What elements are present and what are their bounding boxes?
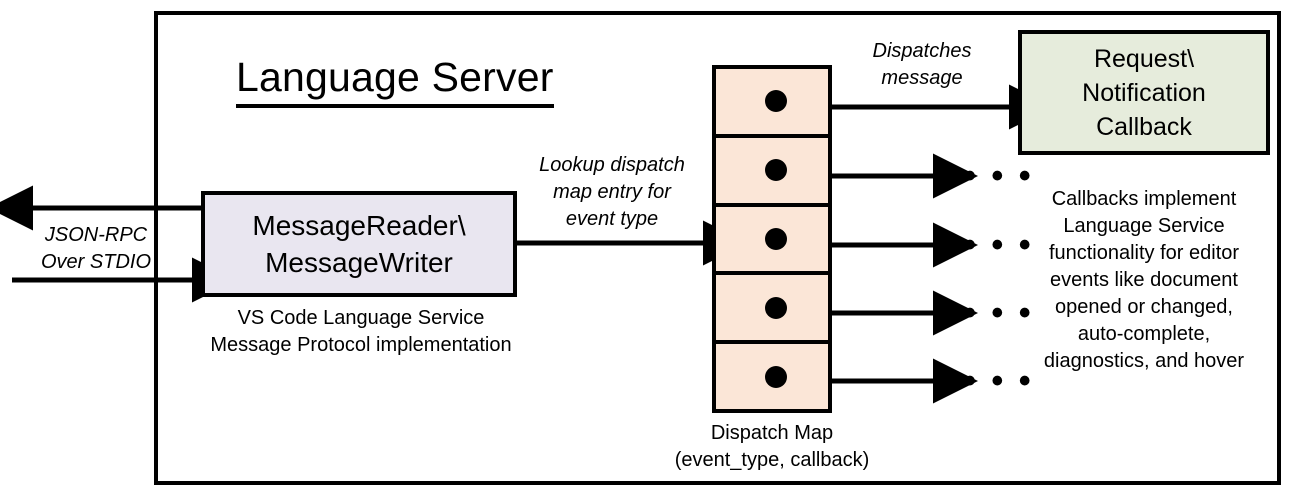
message-reader-writer-box[interactable]: MessageReader\ MessageWriter [201, 191, 517, 297]
callback-caption-line3: functionality for editor [1048, 242, 1240, 264]
ellipsis-row-2: • • • [964, 157, 1034, 195]
callback-caption-line6: auto-complete, [1077, 323, 1211, 345]
callback-caption-line1: Callbacks implement [1051, 188, 1237, 210]
language-server-boundary [154, 11, 1281, 485]
dispatches-line2: message [881, 67, 963, 89]
callback-caption-line7: diagnostics, and hover [1043, 350, 1245, 372]
dispatch-map-row[interactable] [716, 207, 828, 276]
dispatch-map-caption: Dispatch Map (event_type, callback) [652, 420, 892, 474]
dispatch-map-row[interactable] [716, 275, 828, 345]
dispatch-entry-dot-icon [765, 227, 787, 250]
dispatch-entry-dot-icon [765, 365, 787, 388]
dispatches-message-label: Dispatches message [832, 38, 1012, 92]
callback-line1: Request\ [1093, 44, 1195, 73]
callback-line3: Callback [1096, 112, 1192, 141]
callback-description: Callbacks implement Language Service fun… [1012, 186, 1276, 375]
dispatch-map-caption-line2: (event_type, callback) [674, 449, 870, 471]
message-writer-label: MessageWriter [265, 247, 453, 278]
page-title-text: Language Server [236, 52, 554, 108]
jsonrpc-transport-label: JSON-RPC Over STDIO [26, 222, 166, 276]
dispatch-map-row[interactable] [716, 344, 828, 409]
callback-caption-line4: events like document [1050, 269, 1238, 291]
jsonrpc-label-line1: JSON-RPC [44, 224, 148, 246]
dispatch-entry-dot-icon [765, 90, 787, 113]
rw-caption-line2: Message Protocol implementation [210, 334, 512, 356]
rw-caption-line1: VS Code Language Service [237, 307, 485, 329]
lookup-line3: event type [565, 208, 659, 230]
callback-caption-line5: opened or changed, [1055, 296, 1233, 318]
dispatch-map-table[interactable] [712, 65, 832, 413]
jsonrpc-label-line2: Over STDIO [40, 251, 151, 273]
lookup-line2: map entry for [553, 181, 671, 203]
dispatch-entry-dot-icon [765, 296, 787, 319]
lookup-line1: Lookup dispatch [539, 154, 685, 176]
dispatch-map-row[interactable] [716, 138, 828, 207]
page-title: Language Server [236, 52, 576, 108]
dispatch-entry-dot-icon [765, 159, 787, 182]
dispatch-map-row[interactable] [716, 69, 828, 138]
lookup-dispatch-label: Lookup dispatch map entry for event type [516, 152, 708, 233]
callback-line2: Notification [1082, 78, 1206, 107]
callback-caption-line2: Language Service [1063, 215, 1225, 237]
request-notification-callback-box[interactable]: Request\ Notification Callback [1018, 30, 1270, 155]
dispatch-map-caption-line1: Dispatch Map [710, 422, 834, 444]
dispatches-line1: Dispatches [872, 40, 972, 62]
message-reader-writer-caption: VS Code Language Service Message Protoco… [191, 305, 531, 359]
message-reader-label: MessageReader\ [252, 210, 466, 241]
